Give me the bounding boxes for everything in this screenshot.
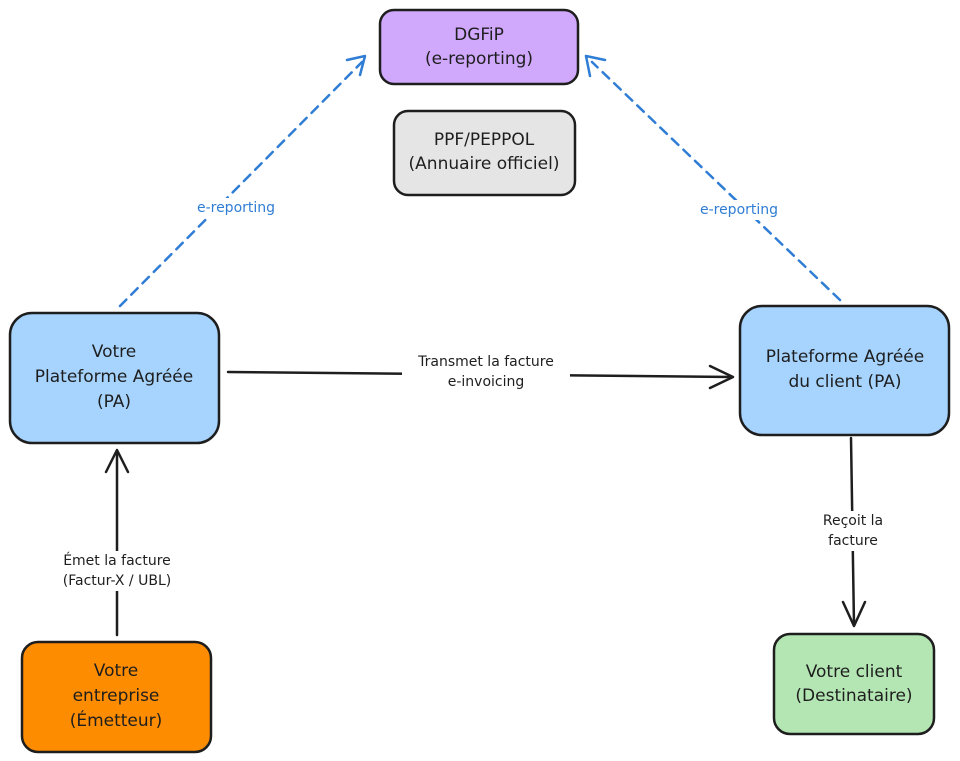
node-label: DGFiP (454, 25, 504, 45)
node-label: (Émetteur) (70, 709, 163, 731)
edge-label-reporting-left: e-reporting (184, 198, 288, 218)
node-label: Plateforme Agréée (35, 367, 193, 387)
edge-label-text: Reçoit la (823, 513, 883, 529)
arrow-head-icon (345, 54, 367, 77)
edge-emet (104, 448, 130, 637)
node-label: (PA) (97, 392, 131, 412)
edge-label-text: e-reporting (197, 200, 275, 216)
node-label: PPF/PEPPOL (434, 130, 535, 150)
node-label: (Destinataire) (795, 686, 912, 706)
arrow-head-icon (584, 54, 607, 78)
node-ppf-peppol: PPF/PEPPOL (Annuaire officiel) (392, 109, 577, 197)
node-box (738, 304, 951, 437)
edge-reporting-left (118, 54, 367, 308)
node-label: Plateforme Agréée (766, 347, 924, 367)
edge-label-emet: Émet la facture (Factur-X / UBL) (44, 551, 190, 591)
node-box (20, 640, 213, 754)
node-label: Votre (92, 342, 136, 362)
edge-reporting-right (584, 54, 842, 302)
node-box (378, 8, 580, 86)
node-entreprise: Votre entreprise (Émetteur) (20, 640, 213, 754)
node-dgfip: DGFiP (e-reporting) (378, 8, 580, 86)
edge-label-transmet: Transmet la facture e-invoicing (402, 352, 570, 392)
node-box (392, 109, 577, 197)
node-label: entreprise (73, 686, 160, 706)
edge-label-text: e-reporting (700, 202, 778, 218)
node-label: du client (PA) (788, 372, 901, 392)
node-label: (e-reporting) (425, 49, 533, 69)
edge-label-reporting-right: e-reporting (687, 200, 791, 220)
edge-label-text: e-invoicing (448, 374, 525, 390)
dashed-arrow-line (118, 60, 364, 308)
node-pa-emetteur: Votre Plateforme Agréée (PA) (8, 311, 221, 445)
arrow-head-icon (708, 364, 735, 390)
edge-label-recoit: Reçoit la facture (808, 511, 898, 551)
node-label: Votre (94, 661, 138, 681)
edge-label-text: facture (828, 533, 878, 549)
edge-label-text: (Factur-X / UBL) (63, 573, 171, 589)
node-client: Votre client (Destinataire) (772, 632, 936, 736)
node-label: (Annuaire officiel) (409, 154, 560, 174)
node-label: Votre client (806, 662, 903, 682)
node-box (8, 311, 221, 445)
arrow-head-icon (104, 448, 130, 474)
edge-label-text: Émet la facture (63, 552, 171, 569)
arrow-head-icon (841, 600, 867, 628)
dashed-arrow-line (590, 60, 842, 302)
edge-label-text: Transmet la facture (417, 354, 554, 370)
node-pa-client: Plateforme Agréée du client (PA) (738, 304, 951, 437)
node-box (772, 632, 936, 736)
